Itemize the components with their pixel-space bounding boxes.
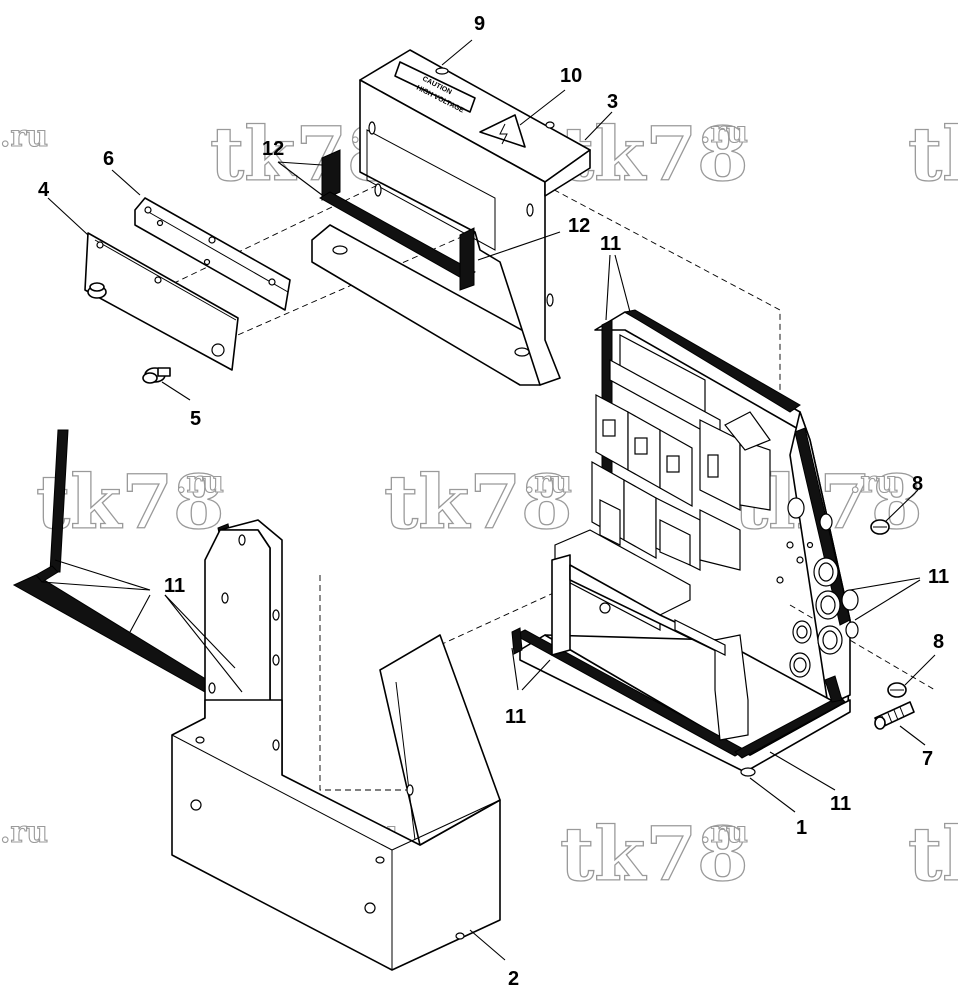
part-1-main-enclosure bbox=[511, 309, 859, 777]
leader-lines bbox=[41, 39, 936, 961]
lightning-bolt-icon bbox=[499, 123, 508, 145]
watermark-brand: tk78 bbox=[908, 812, 958, 898]
callout-8-bottom: 8 bbox=[933, 631, 944, 653]
part-4-door-panel bbox=[84, 232, 239, 371]
watermark-suffix: .ru bbox=[176, 465, 224, 500]
callout-2: 2 bbox=[508, 968, 519, 990]
watermark-brand: tk78 bbox=[560, 112, 748, 198]
callout-8-top: 8 bbox=[912, 473, 923, 495]
callout-7: 7 bbox=[922, 748, 933, 770]
part-8-washer-bottom bbox=[887, 682, 907, 698]
callout-3: 3 bbox=[607, 91, 618, 113]
callout-4: 4 bbox=[38, 179, 50, 201]
callout-1: 1 bbox=[796, 817, 807, 839]
watermark-suffix: .ru bbox=[0, 815, 48, 850]
gasket-strip bbox=[319, 191, 476, 281]
callout-11-top: 11 bbox=[600, 233, 621, 255]
callout-5: 5 bbox=[190, 408, 201, 430]
part-7-screw bbox=[874, 701, 915, 730]
callout-9: 9 bbox=[474, 13, 485, 35]
callout-11-bottom-right: 11 bbox=[830, 793, 851, 815]
part-5-knob bbox=[142, 367, 171, 384]
watermark-suffix: .ru bbox=[0, 119, 48, 154]
watermark-brand: tk78 bbox=[36, 460, 224, 546]
callout-12-left: 12 bbox=[262, 138, 284, 160]
callout-11-bottom-left: 11 bbox=[505, 706, 526, 728]
callout-11-left: 11 bbox=[164, 575, 185, 597]
watermark-suffix: .ru bbox=[700, 115, 748, 150]
part-8-washer-top bbox=[870, 519, 890, 535]
gasket-strip bbox=[623, 309, 801, 413]
watermark-suffix: .ru bbox=[850, 465, 898, 500]
gasket-strip bbox=[459, 227, 475, 291]
watermark-brand: tk78 bbox=[384, 460, 572, 546]
terminal-block-rail bbox=[551, 529, 749, 741]
part-3-top-cover: CAUTION HIGH VOLTAGE bbox=[311, 49, 591, 386]
gasket-strip bbox=[321, 149, 341, 201]
gasket-strip bbox=[734, 695, 846, 759]
callout-labels: 1 2 3 4 5 6 7 8 8 9 10 11 11 11 11 11 12… bbox=[38, 13, 949, 990]
gasket-strip bbox=[824, 675, 843, 703]
part-6-hinge-plate bbox=[134, 197, 291, 311]
warning-label-plate bbox=[394, 61, 476, 113]
watermark-suffix: .ru bbox=[524, 465, 572, 500]
gasket-strip bbox=[511, 627, 523, 655]
relay-row bbox=[591, 460, 741, 571]
watermark-brand: tk78 bbox=[908, 112, 958, 198]
watermark-brand: tk78 bbox=[560, 812, 748, 898]
part-2-bottom-cover bbox=[171, 519, 501, 971]
contactor-row bbox=[595, 334, 771, 511]
callout-6: 6 bbox=[103, 148, 114, 170]
watermark-suffix: .ru bbox=[700, 815, 748, 850]
callout-11-right: 11 bbox=[928, 566, 949, 588]
callout-10: 10 bbox=[560, 65, 582, 87]
callout-12-right: 12 bbox=[568, 215, 590, 237]
lightning-hazard-icon bbox=[479, 114, 526, 148]
